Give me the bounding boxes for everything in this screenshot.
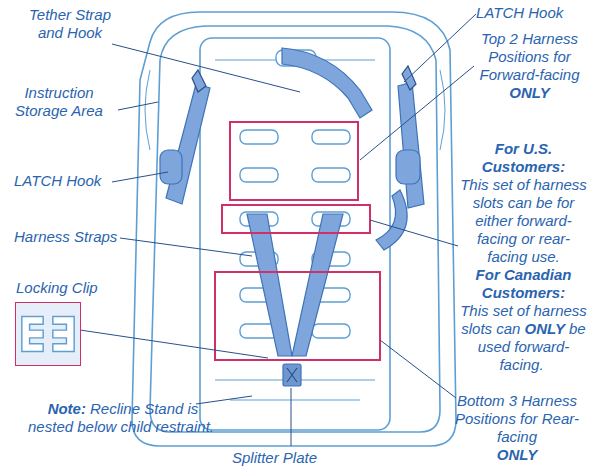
drawing-part [402,66,416,90]
text-block: Note:Recline Stand is nested below child… [28,400,218,436]
drawing-part [292,214,343,356]
drawing-part [215,272,380,360]
callout-label: LATCH Hook [476,4,588,22]
drawing-part [247,214,292,356]
drawing-part [291,388,292,446]
inset-heading: Locking Clip [16,279,98,297]
drawing-part [196,396,252,404]
callout-label: For U.S. Customers: [458,140,589,176]
leader-lines [80,14,476,446]
callout-label: Bottom 3 Harness Positions for Rear-faci… [455,392,579,446]
drawing-part [132,12,456,446]
drawing-part [215,60,375,400]
drawing-part [283,364,301,386]
callout-label: Harness Straps [14,228,134,246]
harness-slots [240,50,350,338]
drawing-part [376,190,407,250]
drawing-part [404,14,476,82]
inset-box: Locking Clip [15,302,81,366]
drawing-part [80,330,268,358]
callout-label: ONLY [455,446,579,464]
callout-label: This set of harness slots can be for eit… [458,176,589,266]
drawing-part [118,102,158,110]
drawing-part [166,84,210,204]
drawing-part [396,150,420,184]
callout-label: Tether Strap and Hook [18,6,122,42]
callout-label: ONLY [470,84,589,102]
callout-label: Instruction Storage Area [0,84,118,120]
callout-label: This set of harness slots can [460,302,587,337]
drawing-part [192,70,206,92]
drawing-part [380,340,456,398]
clip-outline [22,317,74,352]
drawing-part [240,168,278,182]
latch-hooks [192,66,416,92]
callout-label: LATCH Hook [14,172,124,190]
drawing-part [112,44,300,92]
callout-label: ONLY [524,320,565,337]
callout-label: Note: [48,400,86,417]
drawing-part [360,66,474,160]
seat-shell [132,12,456,446]
drawing-part [230,122,358,200]
drawing-part [222,205,370,233]
drawing-part [287,368,297,382]
drawing-part [312,130,350,144]
text-block: This set of harness slots canONLYbe used… [458,302,589,374]
callout-label: Top 2 Harness Positions for Forward-faci… [470,30,589,84]
locking-clip-symbol [16,303,80,365]
drawing-part [120,238,252,256]
straps [160,48,424,386]
drawing-part [312,324,350,338]
drawing-part [160,150,182,184]
drawing-part [150,26,440,432]
position-boxes [215,122,380,360]
drawing-part [240,130,278,144]
drawing-part [312,168,350,182]
callout-label: For Canadian Customers: [458,266,589,302]
drawing-part [112,172,168,182]
drawing-part [370,220,458,246]
drawing-part [282,48,372,118]
callout-label: Splitter Plate [232,449,352,467]
drawing-part [200,38,390,430]
drawing-part [398,82,424,208]
